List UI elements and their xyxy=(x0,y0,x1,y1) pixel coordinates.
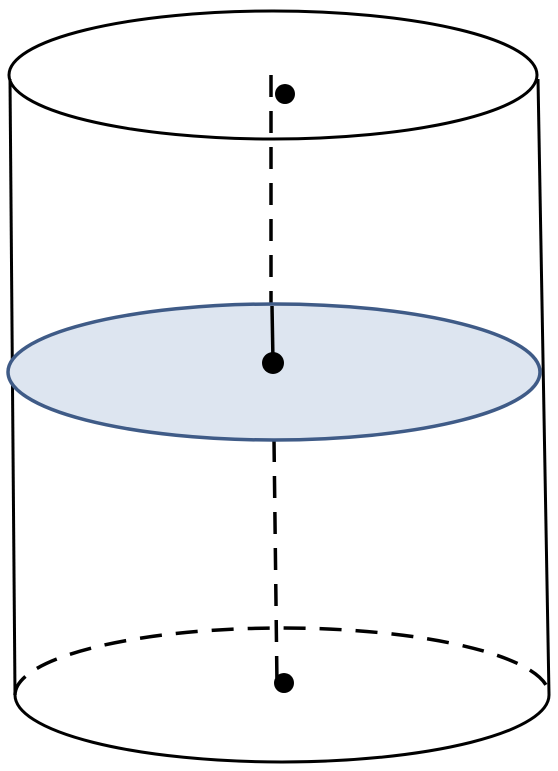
right-side-line xyxy=(536,78,551,696)
axis-lower-dashed xyxy=(272,439,279,686)
bottom-center-point xyxy=(274,673,294,693)
top-center-point xyxy=(275,84,295,104)
bottom-base-front-solid xyxy=(13,694,551,764)
top-base-ellipse xyxy=(7,9,539,141)
bottom-base-back-dashed xyxy=(13,626,551,696)
left-side-line xyxy=(8,78,17,696)
section-center-point xyxy=(262,352,284,374)
